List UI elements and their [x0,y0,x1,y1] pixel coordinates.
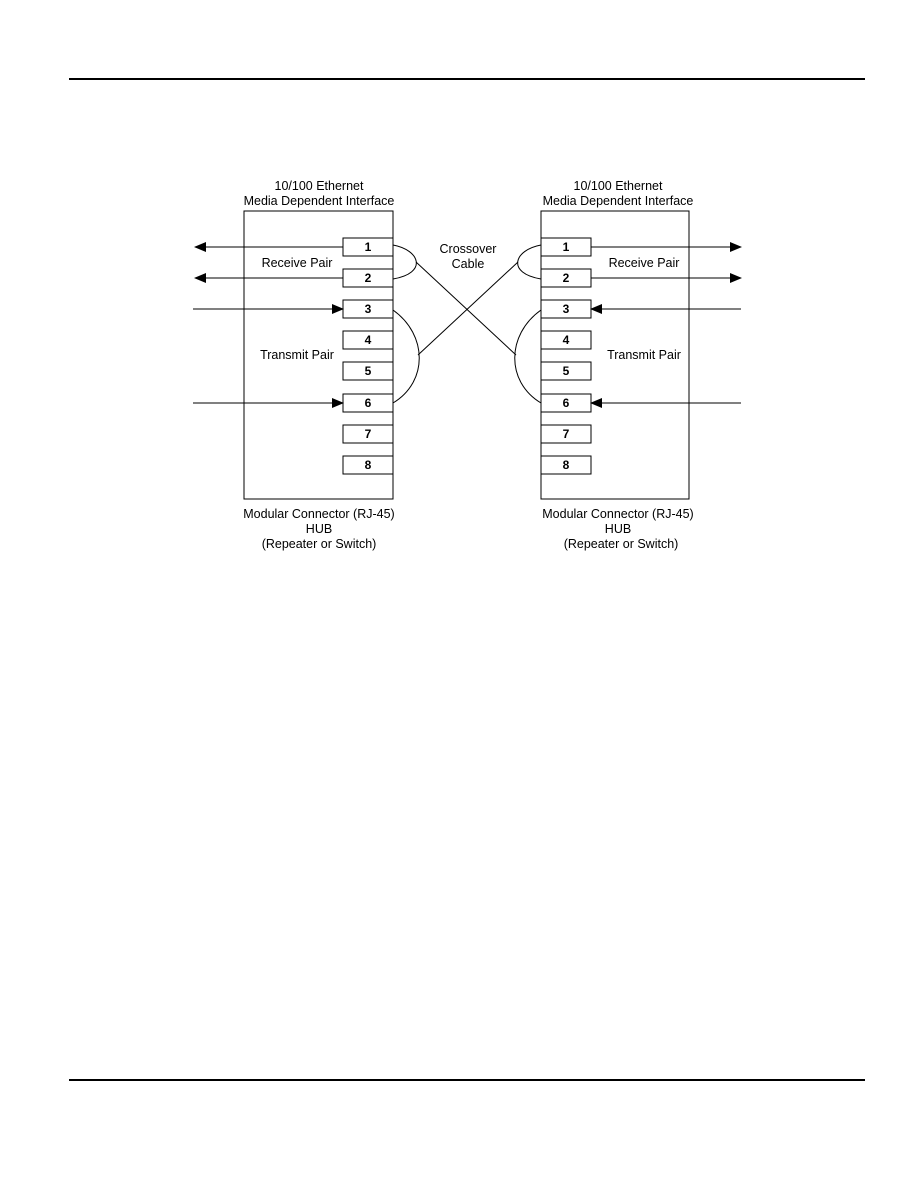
left-hub-header-line2: Media Dependent Interface [244,194,395,208]
right-pin-1-label: 1 [563,240,570,254]
left-hub-header-line1: 10/100 Ethernet [275,179,364,193]
left-hub-footer-line1: Modular Connector (RJ-45) [243,507,394,521]
left-pin-5-label: 5 [365,364,372,378]
right-pin-3-label: 3 [563,302,570,316]
right-pin-1: 1 [540,237,592,257]
right-transmit-pair-label: Transmit Pair [607,348,681,362]
left-pin-7: 7 [342,424,394,444]
right-hub-footer-line1: Modular Connector (RJ-45) [542,507,693,521]
right-pin-2-label: 2 [563,271,570,285]
left-pin-7-label: 7 [365,427,372,441]
left-receive-pair-twist [392,244,417,280]
left-hub-body [243,210,394,500]
right-pin-5: 5 [540,361,592,381]
right-receive-pair-label: Receive Pair [609,256,680,270]
right-hub: 10/100 Ethernet Media Dependent Interfac… [540,179,742,551]
left-hub-footer-line3: (Repeater or Switch) [262,537,377,551]
right-pin-7: 7 [540,424,592,444]
right-pin-4-label: 4 [563,333,570,347]
left-pin-1: 1 [342,237,394,257]
right-transmit-pair-twist [514,309,542,404]
left-pin-2: 2 [342,268,394,288]
right-hub-footer-line3: (Repeater or Switch) [564,537,679,551]
crossover-cable: Crossover Cable [392,242,542,404]
right-hub-header-line2: Media Dependent Interface [543,194,694,208]
crossover-wire-receive-to-transmit [415,261,517,356]
right-pin-5-label: 5 [563,364,570,378]
left-pin-8-label: 8 [365,458,372,472]
left-transmit-pair-label: Transmit Pair [260,348,334,362]
right-pin-8-label: 8 [563,458,570,472]
left-pin-6: 6 [342,393,394,413]
right-pin-6-label: 6 [563,396,570,410]
left-pin-8: 8 [342,455,394,475]
right-pin-2: 2 [540,268,592,288]
left-pin-6-label: 6 [365,396,372,410]
right-pin-7-label: 7 [563,427,570,441]
left-pin-5: 5 [342,361,394,381]
right-pin-4: 4 [540,330,592,350]
right-pin-6: 6 [540,393,592,413]
right-receive-pair-twist [517,244,542,280]
left-pin-1-label: 1 [365,240,372,254]
footer-rule [69,1079,865,1081]
left-hub-footer-line2: HUB [306,522,332,536]
cable-label-line1: Crossover [440,242,497,256]
left-receive-pair-label: Receive Pair [262,256,333,270]
right-pin-3: 3 [540,299,592,319]
right-hub-header-line1: 10/100 Ethernet [574,179,663,193]
left-pin-3: 3 [342,299,394,319]
right-hub-footer-line2: HUB [605,522,631,536]
right-pin-8: 8 [540,455,592,475]
crossover-wire-transmit-to-receive [417,261,519,356]
left-pin-3-label: 3 [365,302,372,316]
left-hub: 10/100 Ethernet Media Dependent Interfac… [193,179,395,551]
left-pin-4-label: 4 [365,333,372,347]
left-pin-2-label: 2 [365,271,372,285]
header-rule [69,78,865,80]
left-pin-4: 4 [342,330,394,350]
cable-label-line2: Cable [452,257,485,271]
right-hub-body [540,210,690,500]
left-transmit-pair-twist [392,309,420,404]
